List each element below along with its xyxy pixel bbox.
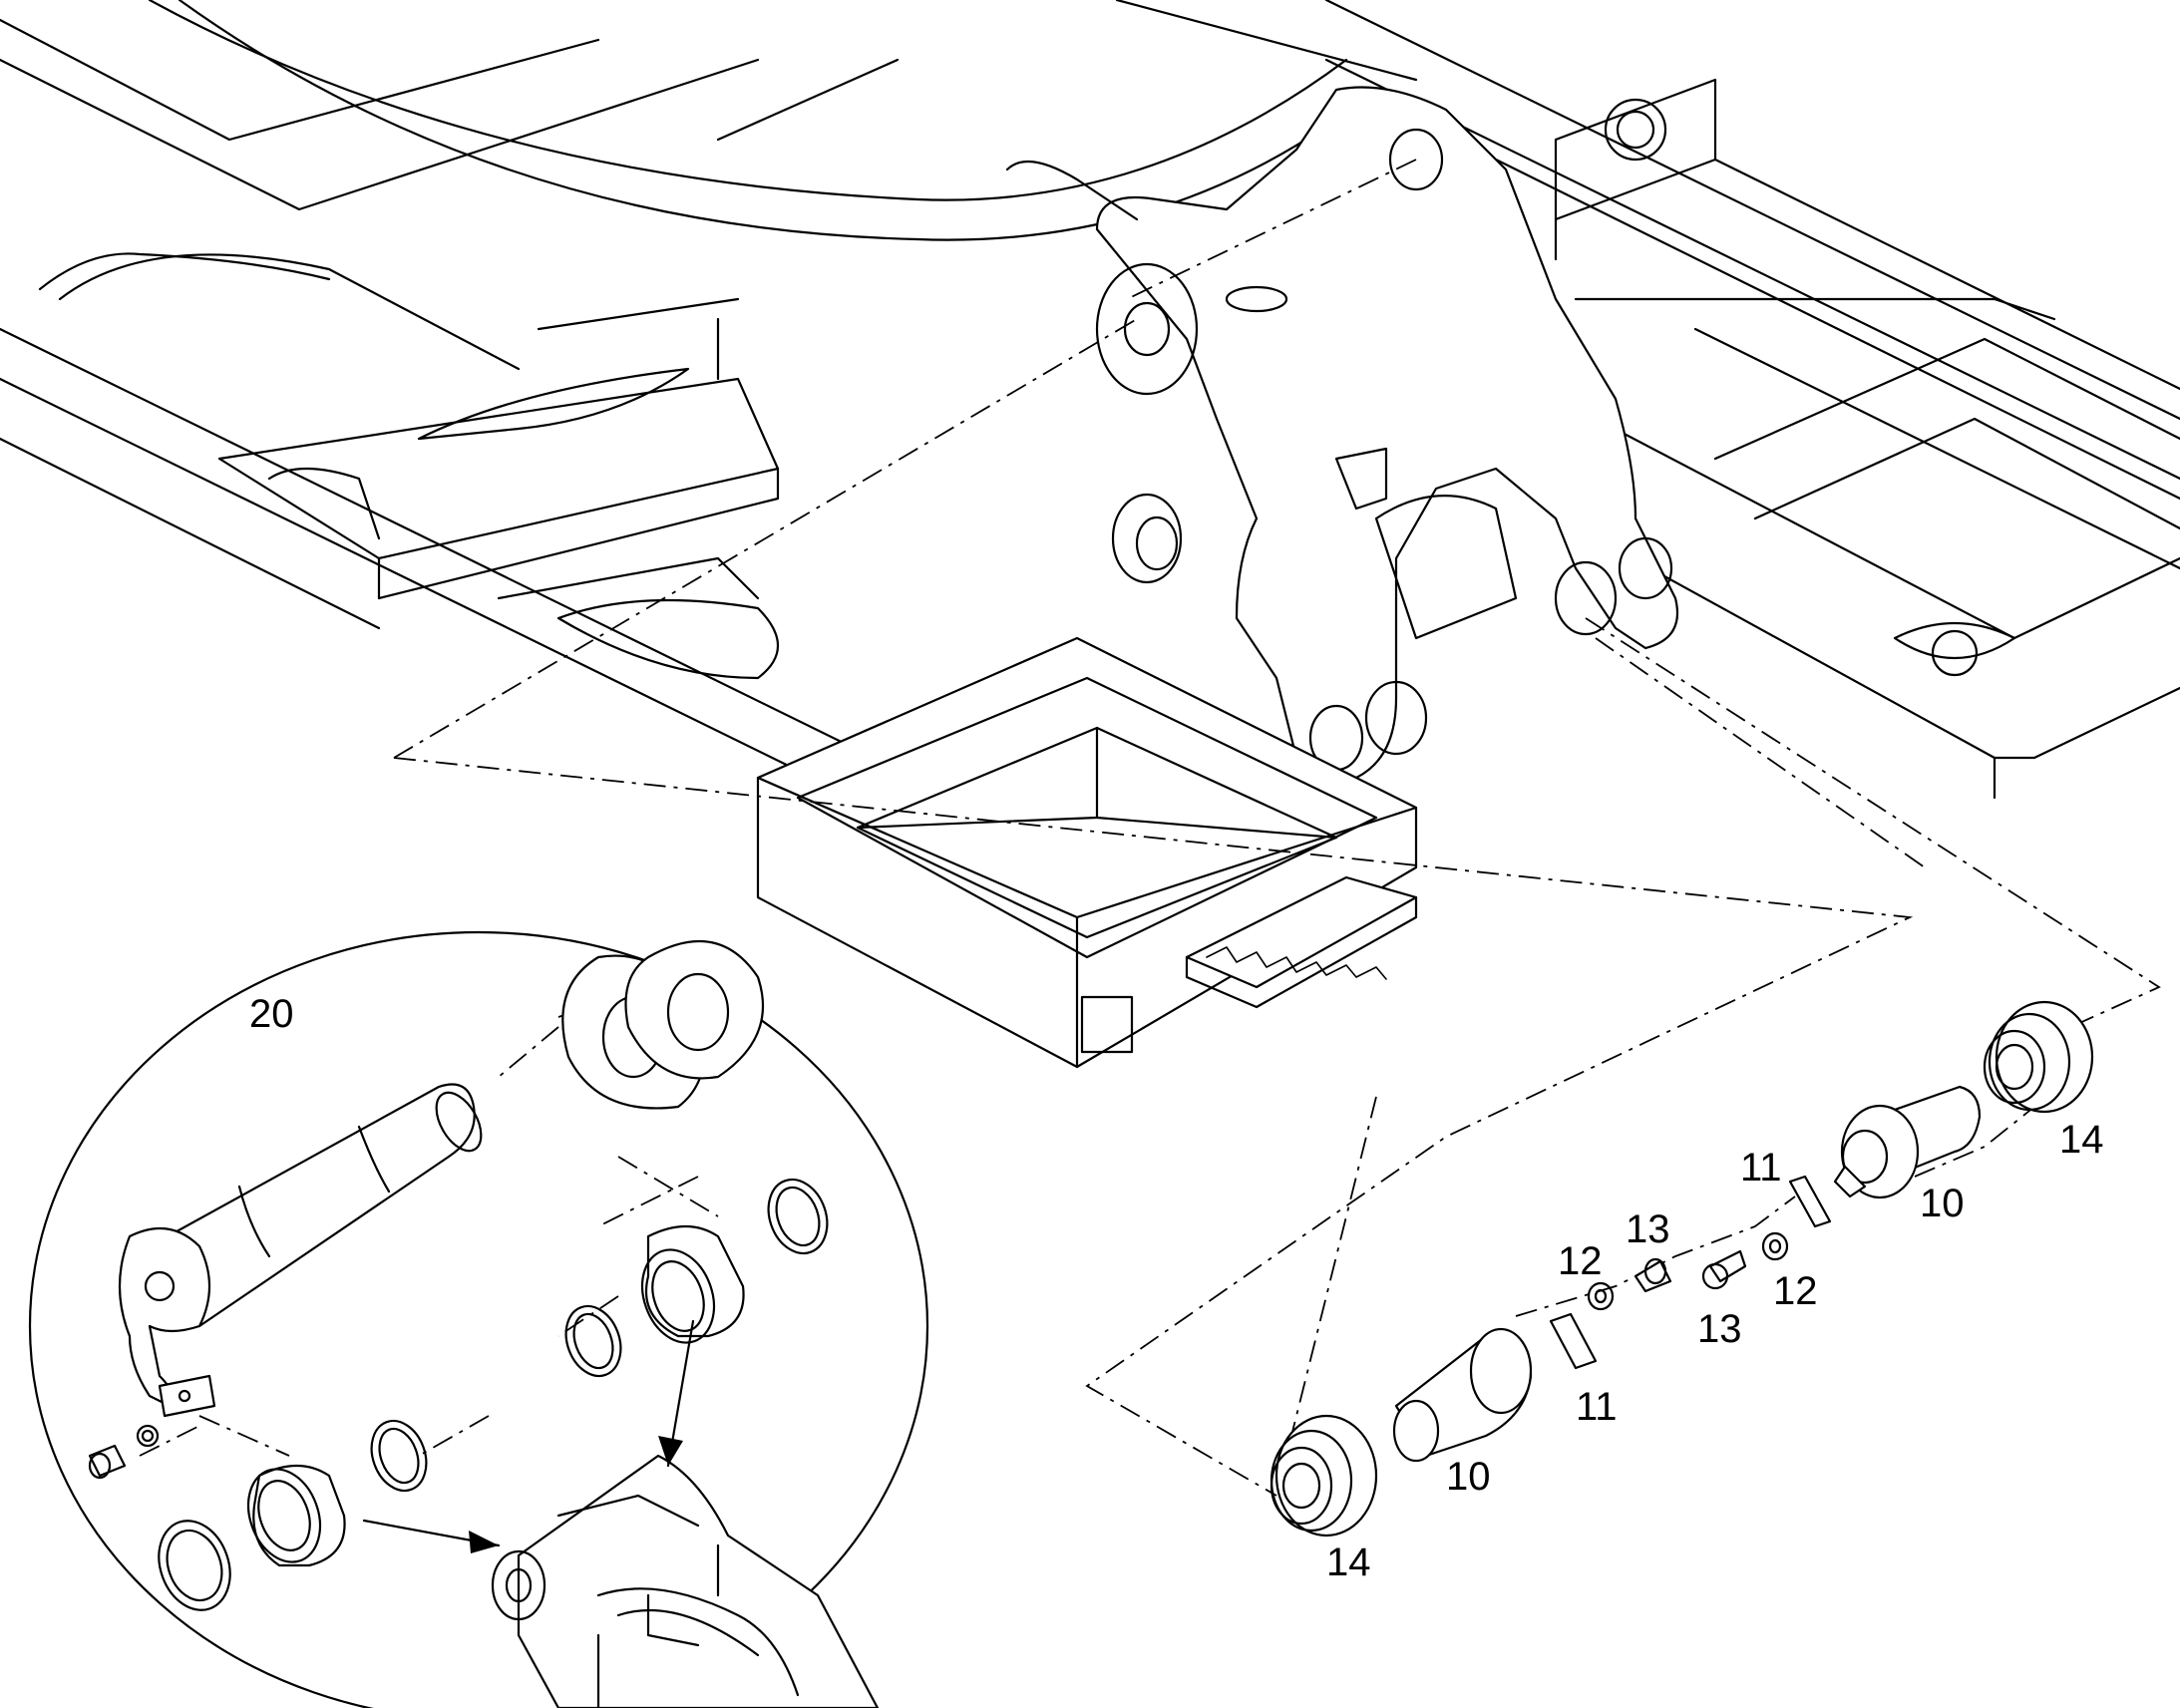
rings-and-bushings [158, 1178, 829, 1611]
washer-12-right [1761, 1231, 1789, 1261]
left-deck [38, 252, 780, 680]
washer-12-left [1587, 1281, 1615, 1311]
callout-20: 20 [249, 992, 294, 1036]
callout-10-right: 10 [1920, 1182, 1965, 1225]
arm-stub [491, 1454, 880, 1708]
seal-14-lower [1270, 1414, 1378, 1537]
frame-rails [0, 0, 2180, 909]
plate-11-upper [1788, 1175, 1832, 1228]
plate-11-lower [1549, 1312, 1598, 1370]
callout-11-top: 11 [1740, 1146, 1782, 1190]
callout-12-right: 12 [1773, 1269, 1818, 1313]
bolt-13-right [1701, 1249, 1747, 1290]
right-deck [1554, 78, 2180, 800]
callout-13-right: 13 [1626, 1207, 1670, 1251]
pivot-pin [118, 1083, 483, 1408]
dashed-leaders [139, 159, 2161, 1497]
bolt-13-left [1634, 1257, 1672, 1293]
callout-labels: 20 14 10 11 13 12 12 13 11 10 14 [249, 992, 2104, 1584]
callout-14-bottom: 14 [1326, 1540, 1371, 1584]
assembly-arrows [362, 1319, 695, 1553]
callout-11-bottom: 11 [1576, 1385, 1618, 1429]
callout-13-left: 13 [1697, 1307, 1742, 1351]
boom-mount-bracket [1005, 86, 1679, 780]
lock-plate-and-bolt [88, 1374, 216, 1480]
callout-12-left: 12 [1558, 1239, 1603, 1283]
pin-10-upper [1833, 1085, 1982, 1199]
callout-10-bottom: 10 [1446, 1455, 1491, 1499]
pin-assembly-right [1270, 1000, 2094, 1537]
center-box-and-step [756, 636, 1418, 1069]
seal-14-upper [1983, 1000, 2094, 1114]
detail-view-20 [29, 931, 928, 1708]
pin-10-lower [1392, 1327, 1533, 1463]
shim-plates [561, 939, 765, 1110]
callout-14-right: 14 [2059, 1118, 2104, 1162]
